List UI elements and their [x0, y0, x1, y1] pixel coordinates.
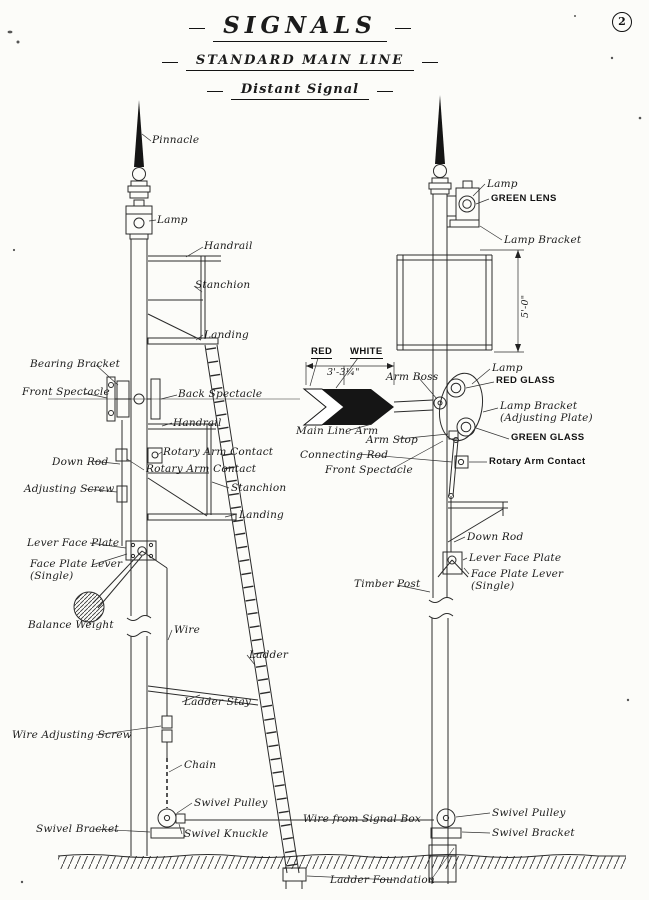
lamp-bracket-frame	[396, 254, 493, 351]
label-swivel-bracket-right: Swivel Bracket	[492, 827, 575, 839]
label-green-glass: GREEN GLASS	[511, 432, 585, 443]
label-green-lens: GREEN LENS	[491, 193, 557, 204]
sheet-subtitle-1: STANDARD MAIN LINE	[161, 53, 439, 71]
label-front-spectacle-left: Front Spectacle	[22, 386, 110, 398]
label-arm-dimension: 3'-3¼"	[327, 367, 360, 378]
balance-weight	[73, 591, 105, 623]
sheet-subtitle-2: Distant Signal	[206, 82, 394, 100]
label-down-rod-right: Down Rod	[467, 531, 524, 543]
label-wire-from-signal-box: Wire from Signal Box	[303, 813, 422, 825]
label-rotary-arm-contact-1: Rotary Arm Contact	[163, 446, 274, 458]
ground-line	[57, 853, 626, 869]
label-lamp-left: Lamp	[157, 214, 188, 226]
pinnacle-spike-right	[435, 95, 445, 164]
label-ladder-stay: Ladder Stay	[184, 696, 252, 708]
label-swivel-knuckle: Swivel Knuckle	[184, 828, 269, 840]
label-red: RED	[311, 346, 333, 360]
label-lever-face-plate-right: Lever Face Plate	[469, 552, 562, 564]
label-connecting-rod: Connecting Rod	[300, 449, 389, 461]
lamp-height-dimension	[480, 249, 524, 353]
label-stanchion-lower: Stanchion	[231, 482, 287, 494]
label-down-rod-left: Down Rod	[52, 456, 109, 468]
label-handrail-lower: Handrail	[173, 417, 222, 429]
label-rotary-arm-contact-right: Rotary Arm Contact	[489, 456, 586, 467]
ladder	[147, 344, 307, 889]
right-signal-elevation	[396, 95, 524, 884]
label-swivel-pulley-left: Swivel Pulley	[194, 797, 268, 809]
label-red-glass: RED GLASS	[496, 375, 556, 386]
label-lamp-bracket-adjusting: Lamp Bracket (Adjusting Plate)	[500, 400, 593, 425]
label-adjusting-screw: Adjusting Screw	[24, 483, 115, 495]
label-landing-upper: Landing	[204, 329, 249, 341]
label-dim-5-0: 5'-0"	[520, 294, 531, 318]
label-lamp-right-mid: Lamp	[492, 362, 523, 374]
label-face-plate-lever-left: Face Plate Lever (Single)	[30, 558, 123, 583]
scan-artifacts	[7, 15, 642, 884]
label-swivel-pulley-right: Swivel Pulley	[492, 807, 566, 819]
label-lamp-bracket-top: Lamp Bracket	[504, 234, 582, 246]
label-timber-post: Timber Post	[354, 578, 421, 590]
left-lamp	[125, 199, 153, 240]
page-number: 2	[612, 12, 632, 32]
label-lamp-top-right: Lamp	[487, 178, 518, 190]
label-landing-lower: Landing	[239, 509, 284, 521]
label-back-spectacle: Back Spectacle	[178, 388, 263, 400]
right-top-lamp	[447, 180, 480, 228]
label-pinnacle: Pinnacle	[152, 134, 200, 146]
sheet-title: SIGNALS	[189, 12, 411, 42]
semaphore-arm	[302, 362, 434, 426]
label-bearing-bracket: Bearing Bracket	[30, 358, 121, 370]
balance-lever-assembly	[73, 540, 168, 623]
label-wire: Wire	[174, 624, 200, 636]
label-balance-weight: Balance Weight	[28, 619, 114, 631]
label-main-line-arm: Main Line Arm	[296, 425, 379, 437]
right-spectacle	[433, 372, 484, 499]
label-stanchion-upper: Stanchion	[195, 279, 251, 291]
label-arm-stop: Arm Stop	[366, 434, 418, 446]
label-lever-face-plate-left: Lever Face Plate	[27, 537, 120, 549]
pinnacle-spike	[134, 100, 144, 167]
right-swivel-foundation	[428, 808, 462, 883]
label-chain: Chain	[184, 759, 217, 771]
label-arm-boss: Arm Boss	[386, 371, 439, 383]
label-rotary-arm-contact-2: Rotary Arm Contact	[146, 463, 257, 475]
label-face-plate-lever-right: Face Plate Lever (Single)	[471, 568, 564, 593]
label-swivel-bracket-left: Swivel Bracket	[36, 823, 119, 835]
label-ladder: Ladder	[249, 649, 289, 661]
label-white: WHITE	[350, 346, 383, 360]
label-front-spectacle-center: Front Spectacle	[325, 464, 413, 476]
label-handrail-upper: Handrail	[204, 240, 253, 252]
left-signal-elevation	[48, 100, 434, 889]
leader-lines	[83, 133, 510, 881]
title-block: SIGNALS STANDARD MAIN LINE Distant Signa…	[160, 12, 440, 107]
right-landing-and-rod	[437, 496, 508, 578]
label-wire-adjusting-screw: Wire Adjusting Screw	[12, 729, 132, 741]
label-ladder-foundation: Ladder Foundation	[330, 874, 435, 886]
